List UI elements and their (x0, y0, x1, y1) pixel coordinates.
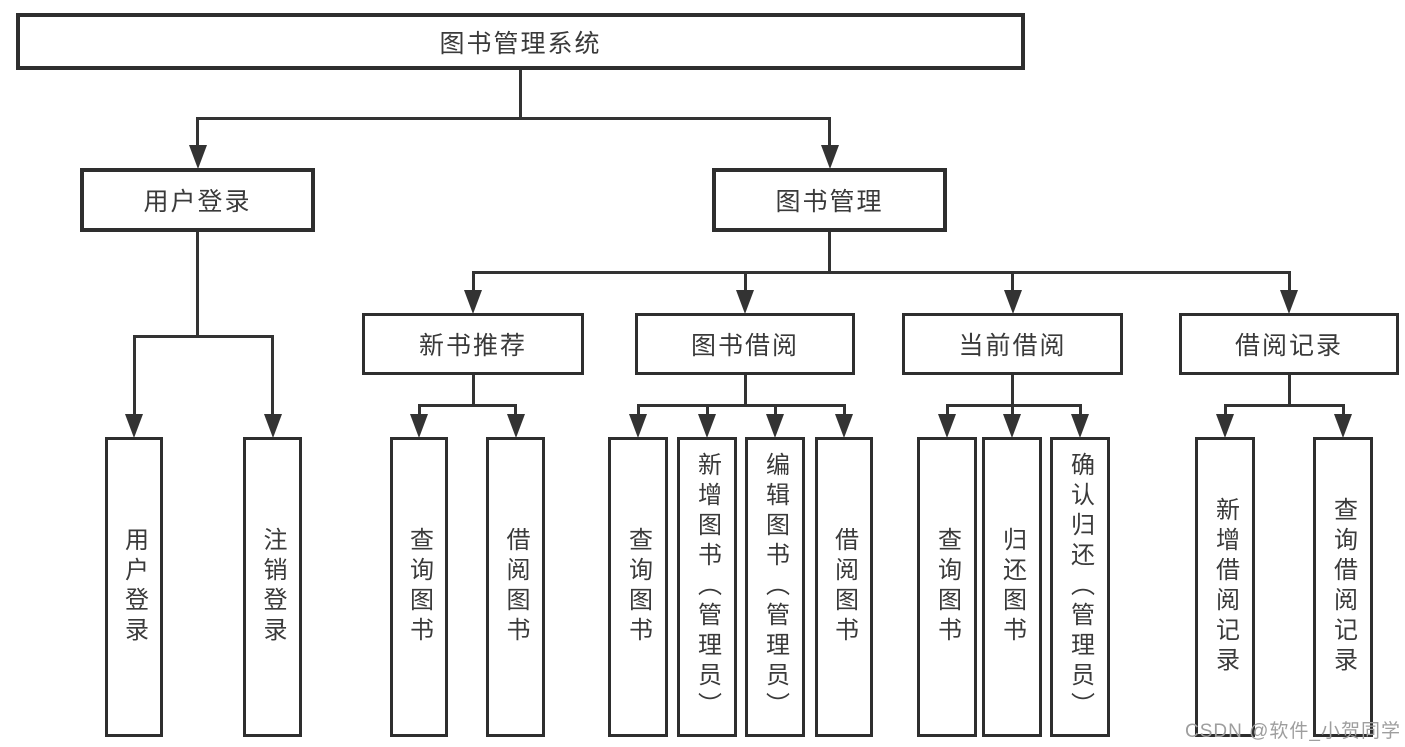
node-cb-confirm-return-admin: 确认归还（管理员） (1050, 437, 1110, 737)
arrow-down-icon (766, 414, 784, 438)
connector-vline (945, 405, 949, 417)
arrow-down-icon (736, 290, 754, 314)
node-nb-query-book: 查询图书 (390, 437, 448, 737)
arrow-down-icon (506, 414, 525, 438)
connector-vline (828, 232, 831, 272)
node-label: 查询图书 (933, 527, 961, 647)
node-bb-borrow-book: 借阅图书 (815, 437, 873, 737)
node-label: 借阅图书 (502, 527, 529, 647)
connector-hline (196, 116, 831, 120)
connector-vline (196, 232, 199, 336)
node-label: 用户登录 (143, 188, 252, 216)
node-br-query-record: 查询借阅记录 (1313, 437, 1373, 737)
node-label: 新增图书（管理员） (693, 452, 721, 722)
arrow-down-icon (125, 414, 143, 438)
node-book-mgmt: 图书管理 (712, 168, 947, 232)
arrow-down-icon (835, 414, 853, 438)
connector-hline (417, 403, 517, 407)
node-label: 查询图书 (624, 527, 652, 647)
connector-vline (842, 405, 846, 417)
watermark: CSDN @软件_小贺同学 (1185, 721, 1401, 742)
arrow-down-icon (698, 414, 716, 438)
connector-vline (132, 336, 136, 417)
connector-vline (1011, 272, 1014, 293)
node-login: 用户登录 (105, 437, 163, 737)
connector-vline (271, 336, 274, 417)
arrow-down-icon (464, 290, 482, 314)
connector-hline (945, 403, 1082, 407)
connector-vline (1223, 405, 1227, 417)
node-label: 当前借阅 (958, 332, 1067, 360)
arrow-down-icon (820, 145, 839, 169)
connector-vline (743, 272, 747, 293)
node-logout: 注销登录 (243, 437, 302, 737)
node-borrow-record: 借阅记录 (1179, 313, 1399, 375)
connector-vline (636, 405, 640, 417)
arrow-down-icon (263, 414, 282, 438)
connector-vline (1287, 375, 1291, 405)
connector-vline (196, 118, 199, 148)
node-user-login: 用户登录 (80, 168, 315, 232)
connector-vline (1011, 375, 1014, 405)
node-book-borrow: 图书借阅 (635, 313, 855, 375)
connector-vline (1010, 405, 1014, 417)
connector-hline (132, 334, 274, 338)
node-label: 图书借阅 (690, 332, 799, 360)
connector-vline (417, 405, 421, 417)
connector-vline (705, 405, 709, 417)
connector-hline (1223, 403, 1345, 407)
arrow-down-icon (1003, 290, 1022, 314)
node-label: 查询借阅记录 (1329, 497, 1357, 677)
connector-vline (471, 375, 475, 405)
node-label: 确认归还（管理员） (1066, 452, 1094, 722)
node-label: 图书管理系统 (439, 29, 602, 58)
arrow-down-icon (410, 414, 428, 438)
node-bb-edit-book-admin: 编辑图书（管理员） (745, 437, 805, 737)
node-br-add-record: 新增借阅记录 (1195, 437, 1255, 737)
arrow-down-icon (1280, 290, 1298, 314)
node-label: 新书推荐 (418, 332, 527, 360)
connector-vline (1341, 405, 1345, 417)
node-label: 编辑图书（管理员） (761, 452, 789, 722)
node-bb-add-book-admin: 新增图书（管理员） (677, 437, 737, 737)
connector-hline (636, 403, 846, 407)
node-cb-query-book: 查询图书 (917, 437, 977, 737)
node-label: 借阅图书 (830, 527, 858, 647)
connector-vline (471, 272, 475, 293)
arrow-down-icon (1216, 414, 1234, 438)
node-bb-query-book: 查询图书 (608, 437, 668, 737)
arrow-down-icon (1003, 414, 1021, 438)
arrow-down-icon (629, 414, 647, 438)
arrow-down-icon (1071, 414, 1089, 438)
arrow-down-icon (188, 145, 207, 169)
node-label: 新增借阅记录 (1211, 497, 1239, 677)
connector-vline (1078, 405, 1082, 417)
node-label: 注销登录 (259, 527, 286, 647)
node-label: 查询图书 (405, 527, 433, 647)
arrow-down-icon (938, 414, 956, 438)
node-label: 借阅记录 (1234, 332, 1343, 360)
node-current-borrow: 当前借阅 (902, 313, 1123, 375)
node-new-book-rec: 新书推荐 (362, 313, 584, 375)
connector-vline (773, 405, 777, 417)
node-label: 归还图书 (998, 527, 1026, 647)
connector-vline (1287, 272, 1291, 293)
connector-vline (519, 70, 522, 118)
connector-vline (514, 405, 517, 417)
node-label: 图书管理 (775, 188, 884, 216)
connector-vline (828, 118, 831, 148)
node-label: 用户登录 (120, 527, 148, 647)
connector-vline (743, 375, 747, 405)
connector-hline (471, 270, 1291, 274)
node-cb-return-book: 归还图书 (982, 437, 1042, 737)
node-system: 图书管理系统 (16, 13, 1025, 70)
arrow-down-icon (1334, 414, 1352, 438)
node-nb-borrow-book: 借阅图书 (486, 437, 545, 737)
